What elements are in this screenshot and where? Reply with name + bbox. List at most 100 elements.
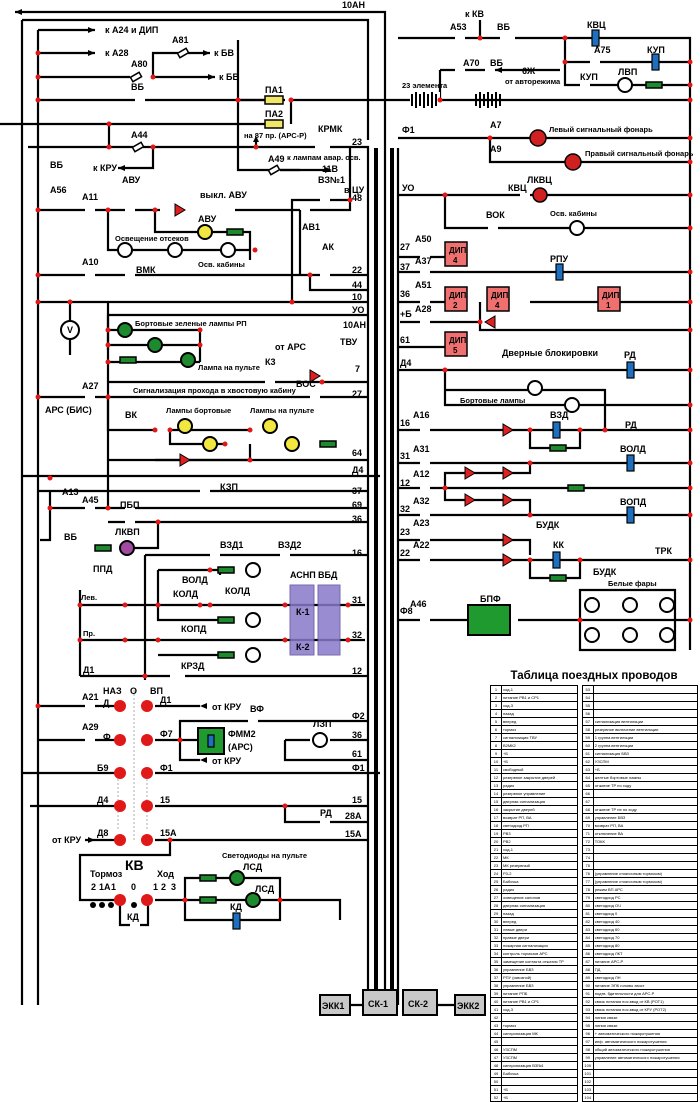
wire-description: линия связи	[592, 1013, 699, 1022]
label: А28	[415, 304, 432, 314]
label: Ф7	[160, 729, 173, 739]
wire-number: 18	[490, 821, 502, 830]
dip-label: ДИП	[449, 336, 466, 345]
wire-description: УЗСПМ	[501, 1045, 578, 1054]
label: К-2	[296, 642, 310, 652]
wire-description: 1 группа вентиляции	[592, 733, 699, 742]
wire-description: УЗСПМ	[592, 757, 699, 766]
label: ВОПД	[620, 497, 647, 507]
label: 69	[352, 500, 362, 510]
label: ФММ2	[228, 729, 256, 739]
label: Д4	[352, 465, 363, 475]
wire-number: 9	[490, 749, 502, 758]
wire-number: 89	[581, 973, 594, 982]
label: А53	[450, 22, 467, 32]
wire-description: Бабочка	[501, 1069, 578, 1078]
asnp-relay	[289, 584, 315, 656]
label: О	[130, 686, 137, 696]
kvc-coil	[591, 29, 600, 47]
wire-number: 39	[490, 989, 502, 998]
wire-description: назад	[501, 909, 578, 918]
wire-number: 32	[490, 933, 502, 942]
lsd-led-icon	[245, 892, 261, 908]
wire-description	[501, 1013, 578, 1022]
label: Левый сигнальный фонарь	[549, 125, 653, 134]
wire-description: назад	[501, 709, 578, 718]
wire-number: 2	[490, 693, 502, 702]
label: 10АН	[343, 320, 366, 330]
label: к КВ	[465, 9, 484, 19]
wire-number: 87	[581, 957, 594, 966]
wire-description: синхронизация МК	[501, 1029, 578, 1038]
label: Д4	[400, 358, 411, 368]
wire-number: 4	[490, 709, 502, 718]
label: КВ	[125, 857, 144, 873]
label: ЭКК1	[322, 1001, 344, 1011]
label: 15	[160, 795, 170, 805]
wire-description: +Б	[501, 749, 578, 758]
wire-description: светодиод 70	[592, 933, 699, 942]
wire-number: 92	[581, 997, 594, 1006]
label: от КРУ	[212, 756, 242, 766]
label: +Б	[400, 309, 412, 319]
wire-description	[592, 1077, 699, 1086]
label: А12	[413, 469, 430, 479]
wire-number: 1	[490, 685, 502, 694]
dip-number: 5	[453, 346, 458, 355]
wire-number: 10	[490, 757, 502, 766]
green-lamp-icon	[117, 322, 133, 338]
label: А22	[413, 540, 430, 550]
wire-number: 67	[581, 797, 594, 806]
wire-description: сигнализация БВЗ	[592, 749, 699, 758]
wire-number: 24	[490, 869, 502, 878]
wire-description: возврат РП, ВА	[592, 821, 699, 830]
vbd-relay	[317, 584, 341, 656]
label: 36	[352, 730, 362, 740]
label: Лев.	[81, 593, 97, 602]
wire-description: +Б	[592, 765, 699, 774]
wire-number: 99	[581, 1053, 594, 1062]
label: К-1	[296, 607, 310, 617]
wire-description: управление БВЗ	[501, 965, 578, 974]
left-signal-lamp-icon	[529, 129, 547, 147]
wire-number: 86	[581, 949, 594, 958]
label: Ф1	[352, 763, 365, 773]
wire-description: сигнализация ТВУ	[501, 733, 578, 742]
wire-number: 94	[581, 1013, 594, 1022]
dip-label: ДИП	[602, 291, 619, 300]
wire-number: 43	[490, 1021, 502, 1030]
lkvc-lamp-icon	[532, 187, 548, 203]
label: СК-2	[408, 999, 428, 1009]
label: выкл. АВУ	[200, 190, 247, 200]
label: Ф1	[402, 125, 415, 135]
label: КД	[230, 902, 242, 912]
label: Д	[103, 698, 110, 708]
wire-description: +Б	[501, 757, 578, 766]
label: БПФ	[480, 594, 501, 604]
label: 48	[352, 193, 362, 203]
label: Освещение отсеков	[115, 234, 189, 243]
dip-number: 4	[495, 301, 500, 310]
wire-number: 98	[581, 1045, 594, 1054]
wire-description	[592, 701, 699, 710]
label: А81	[172, 35, 189, 45]
wire-number: 75	[581, 861, 594, 870]
wire-number: 17	[490, 813, 502, 822]
label: А10	[82, 257, 99, 267]
label: КОЛД	[173, 589, 199, 599]
wire-number: 27	[490, 893, 502, 902]
